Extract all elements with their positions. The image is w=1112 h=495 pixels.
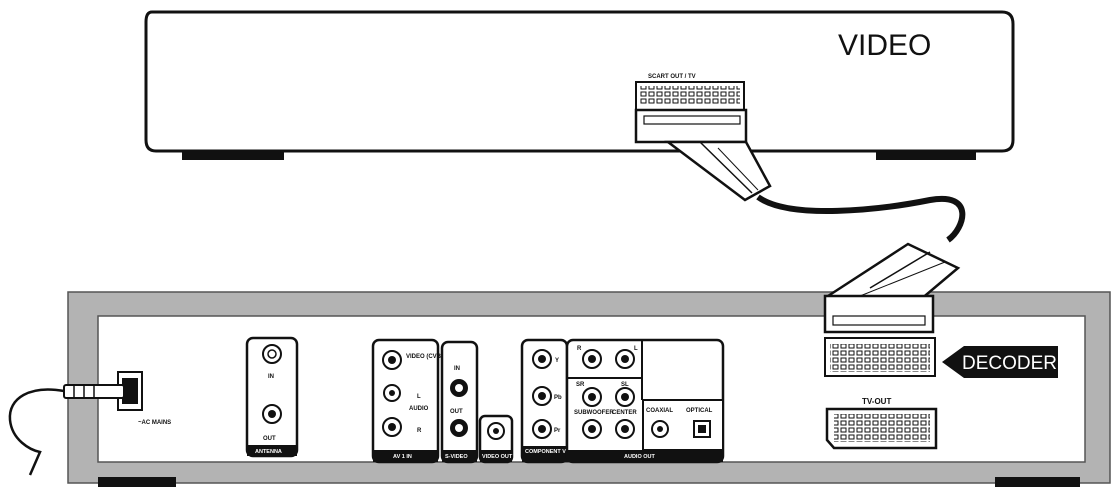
audio-coaxial-label: COAXIAL bbox=[646, 408, 673, 414]
av-r-label: R bbox=[417, 428, 422, 434]
component-group-label: COMPONENT VIDEO OUT bbox=[525, 449, 593, 455]
antenna-group-label: ANTENNA bbox=[255, 449, 282, 455]
audio-sl-label: SL bbox=[621, 382, 629, 388]
vcr-unit: VIDEO SCART OUT / TV bbox=[144, 10, 1015, 160]
tvout-scart: TV-OUT bbox=[825, 397, 938, 450]
audio-r-label: R bbox=[577, 346, 582, 352]
vcr-title: VIDEO bbox=[838, 29, 931, 62]
vcr-scart-label: SCART OUT / TV bbox=[648, 74, 696, 80]
audio-group-label: AUDIO OUT bbox=[624, 454, 656, 460]
svideo-in-label: IN bbox=[454, 366, 460, 372]
component-y-label: Y bbox=[555, 358, 559, 364]
audio-sr-label: SR bbox=[576, 382, 585, 388]
audio-l-label: L bbox=[634, 346, 638, 352]
svideo-panel: IN OUT S-VIDEO bbox=[440, 340, 479, 464]
component-pr-label: Pr bbox=[554, 428, 561, 434]
scart-cable bbox=[756, 194, 966, 243]
power-socket: ~AC MAINS bbox=[117, 371, 171, 426]
audio-center-label: CENTER bbox=[612, 410, 637, 416]
svideo-group-label: S-VIDEO bbox=[445, 454, 468, 460]
svideo-out-label: OUT bbox=[450, 409, 463, 415]
av-audio-label: AUDIO bbox=[409, 406, 429, 412]
audio-optical-label: OPTICAL bbox=[686, 408, 713, 414]
receiver-foot-right bbox=[995, 477, 1080, 487]
av-group-label: AV 1 IN bbox=[393, 454, 412, 460]
power-cord bbox=[8, 384, 125, 476]
antenna-out-label: OUT bbox=[263, 436, 276, 442]
decoder-label: DECODER bbox=[962, 353, 1057, 374]
video-out-group-label: VIDEO OUT bbox=[482, 454, 513, 460]
scart-plug-vcr bbox=[634, 81, 772, 202]
antenna-in-label: IN bbox=[268, 374, 274, 380]
tvout-label: TV-OUT bbox=[862, 397, 891, 406]
component-pb-label: Pb bbox=[554, 395, 562, 401]
av-in-panel: VIDEO (CVBS) L AUDIO R AV 1 IN bbox=[371, 338, 447, 464]
video-out-panel: VIDEO OUT bbox=[478, 414, 514, 464]
av-l-label: L bbox=[417, 394, 421, 400]
audio-out-panel: R L SR SL SUBWOOFER CENTER COAXIAL OPTIC… bbox=[565, 338, 725, 464]
receiver-foot-left bbox=[98, 477, 176, 487]
audio-subwoofer-label: SUBWOOFER bbox=[574, 410, 614, 416]
power-label: ~AC MAINS bbox=[138, 420, 171, 426]
antenna-panel: IN OUT ANTENNA bbox=[245, 336, 299, 458]
scart-plug-decoder bbox=[823, 242, 961, 377]
vcr-foot-right bbox=[876, 151, 976, 160]
decoder-label-tag: DECODER bbox=[942, 346, 1058, 378]
vcr-foot-left bbox=[182, 151, 284, 160]
av-video-label: VIDEO (CVBS) bbox=[406, 354, 447, 360]
